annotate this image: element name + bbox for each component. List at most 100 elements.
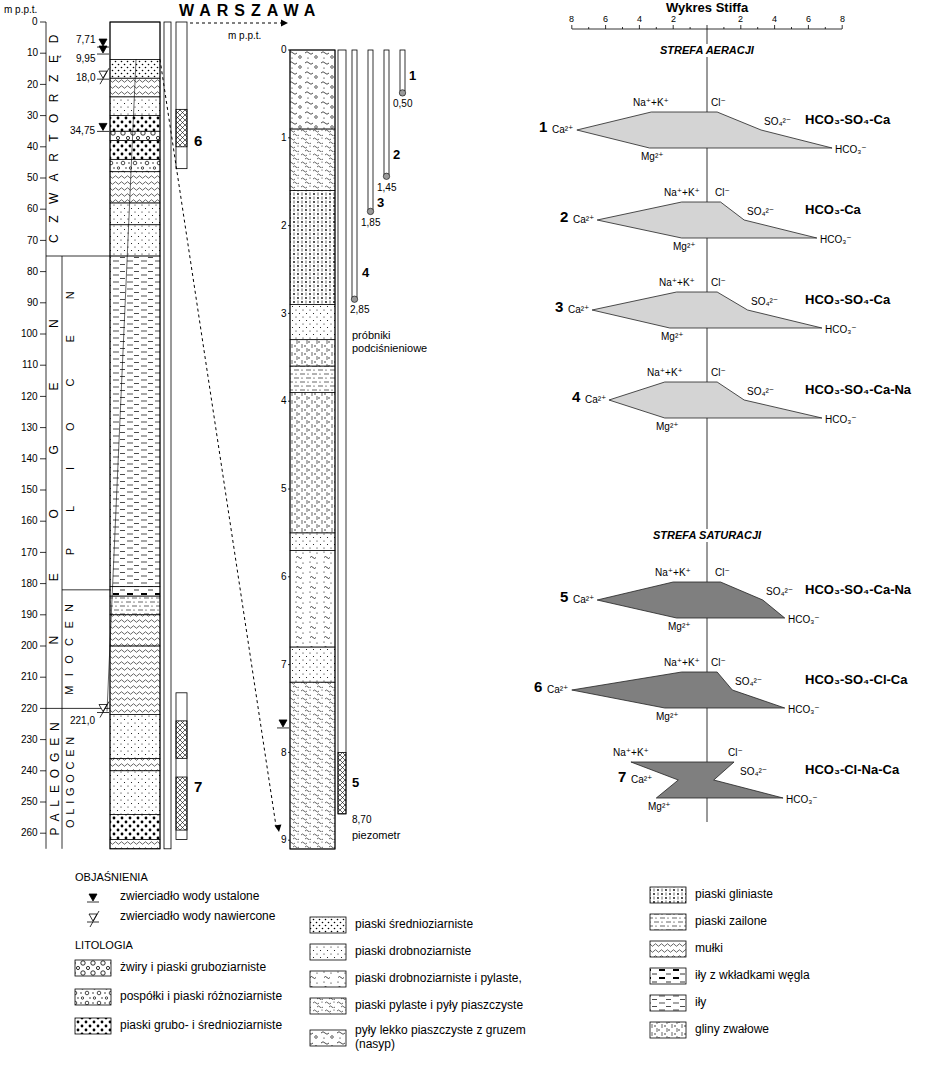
depth-value: 220 bbox=[21, 703, 38, 715]
ion-label: Na⁺+K⁺ bbox=[659, 277, 695, 289]
legend-swatch bbox=[650, 941, 686, 957]
depth-tick bbox=[40, 770, 46, 771]
lithology-layer bbox=[110, 771, 160, 815]
scale-value: 2 bbox=[738, 14, 743, 24]
legend-text: mułki bbox=[695, 942, 723, 956]
water-type: HCO₃-Cl-Na-Ca bbox=[805, 763, 899, 778]
chart-title: Wykres Stiffa bbox=[666, 1, 748, 16]
stiff-polygon bbox=[592, 292, 822, 328]
lithology-layer bbox=[110, 131, 160, 140]
sampler-note: próbniki podciśnieniowe bbox=[352, 329, 447, 354]
screen-number: 7 bbox=[194, 778, 202, 795]
ion-label: Mg²⁺ bbox=[641, 151, 664, 163]
water-level-line bbox=[277, 727, 289, 728]
depth-tick bbox=[288, 752, 290, 753]
ion-label: SO₄²⁻ bbox=[735, 676, 762, 688]
legend-text: piaski zailone bbox=[695, 915, 767, 929]
lithology-layer bbox=[290, 392, 335, 532]
suction-sampler bbox=[352, 50, 357, 297]
lithology-layer bbox=[110, 715, 160, 759]
depth-tick bbox=[288, 664, 290, 665]
lithology-layer bbox=[290, 190, 335, 304]
stiff-tick bbox=[571, 25, 572, 29]
stiff-tick bbox=[656, 27, 657, 29]
stratigraphy-name: PALEOGEN bbox=[49, 715, 63, 842]
suction-sampler bbox=[400, 50, 405, 91]
ion-label: HCO₃⁻ bbox=[820, 234, 852, 246]
lithology-layer bbox=[290, 340, 335, 366]
legend-text: piaski drobnoziarniste bbox=[355, 945, 471, 959]
ion-label: Ca²⁺ bbox=[573, 594, 594, 606]
depth-tick bbox=[40, 677, 46, 678]
ion-label: Ca²⁺ bbox=[585, 394, 606, 406]
depth-tick bbox=[288, 840, 290, 841]
stratigraphy-divider bbox=[62, 256, 63, 849]
ion-label: Ca²⁺ bbox=[573, 214, 594, 226]
stiff-tick bbox=[774, 25, 775, 29]
stiff-polygon bbox=[609, 382, 822, 418]
legend-text: żwiry i piaski gruboziarniste bbox=[120, 961, 266, 975]
stiff-polygon bbox=[572, 672, 785, 708]
lithology-layer bbox=[110, 22, 160, 59]
callout-number: 5 bbox=[352, 776, 359, 791]
stratigraphy-name: MIOCEN bbox=[63, 595, 76, 704]
lithology-layer bbox=[290, 647, 335, 682]
stiff-tick bbox=[740, 25, 741, 29]
depth-tick bbox=[40, 365, 46, 366]
arrow-head bbox=[274, 825, 281, 832]
depth-value: 120 bbox=[21, 391, 38, 403]
stiff-tick bbox=[707, 25, 708, 29]
depth-tick bbox=[40, 240, 46, 241]
lithology-layer bbox=[110, 814, 160, 839]
water-level-value: 18,0 bbox=[76, 72, 95, 84]
depth-value: 50 bbox=[27, 172, 38, 184]
depth-value: 4 bbox=[281, 395, 287, 407]
ion-label: SO₄²⁻ bbox=[747, 206, 774, 218]
stiff-polygon bbox=[577, 112, 832, 148]
water-level-line bbox=[97, 131, 109, 132]
stratigraphy-boundary bbox=[46, 708, 110, 709]
ion-label: Mg²⁺ bbox=[673, 241, 696, 253]
depth-tick bbox=[40, 271, 46, 272]
depth-value: 2 bbox=[281, 220, 287, 232]
lithology-layer bbox=[290, 550, 335, 647]
depth-value: 3 bbox=[281, 308, 287, 320]
borehole-casing bbox=[164, 22, 171, 849]
ion-label: HCO₃⁻ bbox=[835, 144, 867, 156]
stiff-tick bbox=[605, 25, 606, 29]
ion-label: HCO₃⁻ bbox=[825, 324, 857, 336]
diagram-title: WARSZAWA bbox=[179, 2, 321, 20]
ion-label: Mg²⁺ bbox=[661, 331, 684, 343]
depth-value: 180 bbox=[21, 578, 38, 590]
depth-tick bbox=[40, 646, 46, 647]
water-level-symbol bbox=[89, 894, 97, 901]
depth-value: 60 bbox=[27, 203, 38, 215]
depth-tick bbox=[40, 427, 46, 428]
piezometer-screen bbox=[338, 752, 346, 813]
stiff-tick bbox=[723, 27, 724, 29]
water-level-slash bbox=[100, 68, 109, 84]
ion-label: Mg²⁺ bbox=[668, 621, 691, 633]
legend-swatch bbox=[650, 914, 686, 930]
ion-label: HCO₃⁻ bbox=[788, 704, 820, 716]
ion-label: Cl⁻ bbox=[715, 187, 730, 199]
depth-tick bbox=[40, 833, 46, 834]
stratigraphy-boundary bbox=[46, 256, 110, 257]
well-screen bbox=[176, 109, 187, 146]
depth-tick bbox=[40, 614, 46, 615]
depth-value: 0 bbox=[32, 16, 38, 28]
depth-value: 100 bbox=[21, 328, 38, 340]
diagram-number: 4 bbox=[572, 388, 580, 405]
diagram-number: 6 bbox=[534, 678, 542, 695]
depth-value: 130 bbox=[21, 422, 38, 434]
borehole-column bbox=[110, 22, 160, 849]
depth-tick bbox=[288, 50, 290, 51]
sampler-depth: 0,50 bbox=[393, 98, 412, 110]
ion-label: HCO₃⁻ bbox=[825, 414, 857, 426]
water-level-line bbox=[97, 54, 109, 55]
depth-value: 20 bbox=[27, 79, 38, 91]
water-level-value: 221,0 bbox=[70, 715, 95, 727]
sampler-tip bbox=[351, 296, 357, 302]
well-pipe bbox=[176, 693, 187, 840]
